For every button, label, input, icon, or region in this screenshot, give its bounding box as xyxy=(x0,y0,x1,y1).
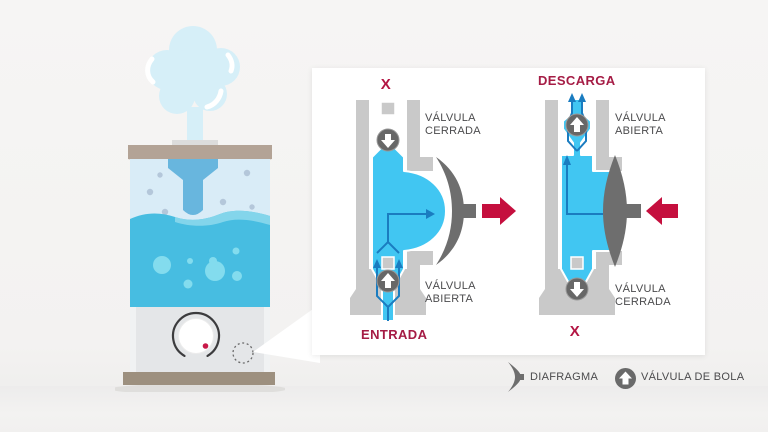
legend-ball-valve-label: VÁLVULA DE BOLA xyxy=(641,371,745,383)
callout-wedge xyxy=(253,304,320,363)
base-highlight-left xyxy=(130,307,136,373)
cloud-highlights xyxy=(145,52,235,110)
pump-panel: X VÁLVULA CERRADA VÁLVULA ABIERTA ENTRAD… xyxy=(312,68,705,355)
steam-cloud-icon xyxy=(147,26,240,147)
ball-valve-bottom-icon xyxy=(565,277,589,301)
valve-seat-plug xyxy=(570,256,584,270)
discharge-pump-diagram xyxy=(539,93,678,315)
discharge-bottom-valve-label: VÁLVULA CERRADA xyxy=(615,283,671,308)
discharge-top-valve-label: VÁLVULA ABIERTA xyxy=(615,112,666,137)
legend-diaphragm-label: DIAFRAGMA xyxy=(530,371,599,383)
intake-pump-diagram xyxy=(350,100,516,322)
red-arrow-left-icon xyxy=(646,197,678,225)
ball-valve-top-icon xyxy=(376,128,400,152)
legend-diaphragm-icon xyxy=(508,362,524,392)
diaphragm-icon xyxy=(436,157,476,265)
flow-arrowheads xyxy=(373,209,435,268)
humidifier-illustration xyxy=(115,26,285,392)
discharge-label: DESCARGA xyxy=(538,73,616,88)
floor xyxy=(0,386,768,432)
flow-lines xyxy=(376,213,426,321)
red-arrow-right-icon xyxy=(482,197,516,225)
intake-bottom-valve-label: VÁLVULA ABIERTA xyxy=(425,280,476,305)
base-highlight-right xyxy=(264,307,270,373)
knob-indicator-dot xyxy=(202,343,209,349)
wave-crest xyxy=(175,210,270,226)
mist-stem xyxy=(187,107,203,147)
legend-ball-valve-icon xyxy=(615,368,636,389)
intake-top-valve-label: VÁLVULA CERRADA xyxy=(425,112,481,137)
diaphragm-icon xyxy=(603,155,641,267)
stand xyxy=(123,372,275,385)
upper-droplets xyxy=(146,169,255,216)
valve-seat-plug xyxy=(381,256,395,270)
water xyxy=(130,210,270,307)
discharge-blocked-mark: X xyxy=(569,323,581,340)
control-knob xyxy=(171,311,221,357)
flow-arrowheads xyxy=(563,93,586,165)
bubbles xyxy=(153,247,242,289)
intake-label: ENTRADA xyxy=(361,327,428,342)
funnel xyxy=(168,159,218,215)
floor-shadow xyxy=(115,383,285,392)
ball-valve-top-icon xyxy=(565,113,589,137)
outlet-plug xyxy=(380,101,396,116)
intake-blocked-mark: X xyxy=(380,76,392,93)
ball-valve-bottom-icon xyxy=(376,269,400,293)
magnifier-dot xyxy=(232,342,254,364)
